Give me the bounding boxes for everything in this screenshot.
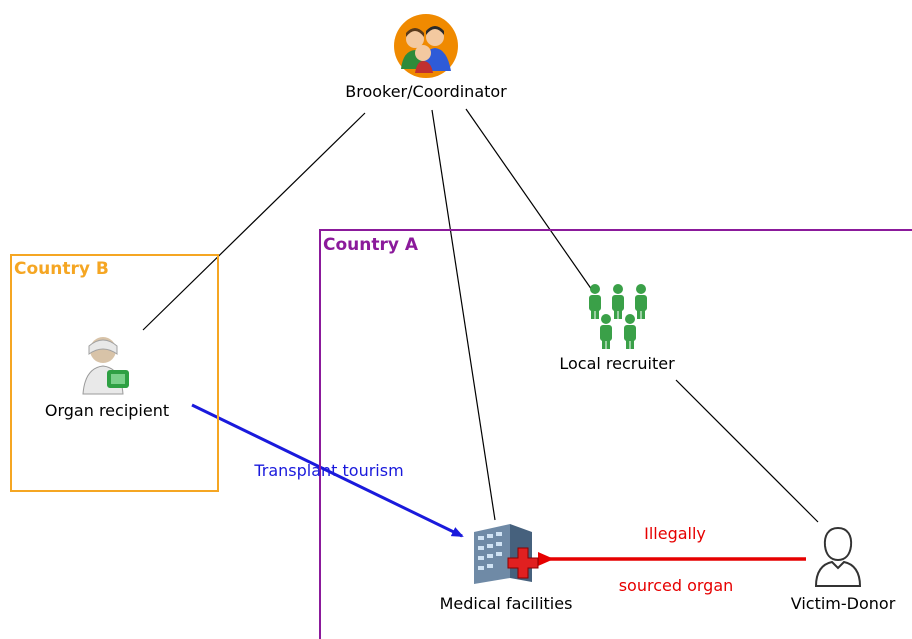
people-group-icon [394,14,458,78]
country-a-region [319,229,912,639]
donor-label: Victim-Donor [790,594,896,613]
recruiter-donor-line [675,379,819,523]
person-outline-icon [814,526,862,587]
hospital-icon [474,524,539,584]
illegally-label: Illegally [644,524,706,543]
recruiter-label: Local recruiter [559,354,675,373]
country-a-label: Country A [323,235,419,255]
recipient-label: Organ recipient [44,401,170,420]
broker-recruiter-line [465,108,593,291]
medical-label: Medical facilities [439,594,573,613]
country-b-region [10,254,219,492]
transplant-tourism-arrow [191,403,464,538]
recruiter-group-icon [589,284,647,349]
broker-label: Brooker/Coordinator [345,82,507,101]
broker-recipient-line [142,112,366,331]
patient-icon [82,337,129,395]
broker-medical-line [431,109,496,521]
country-b-label: Country B [14,259,109,279]
transplant-tourism-label: Transplant tourism [254,461,404,480]
sourced-organ-label: sourced organ [618,576,734,595]
